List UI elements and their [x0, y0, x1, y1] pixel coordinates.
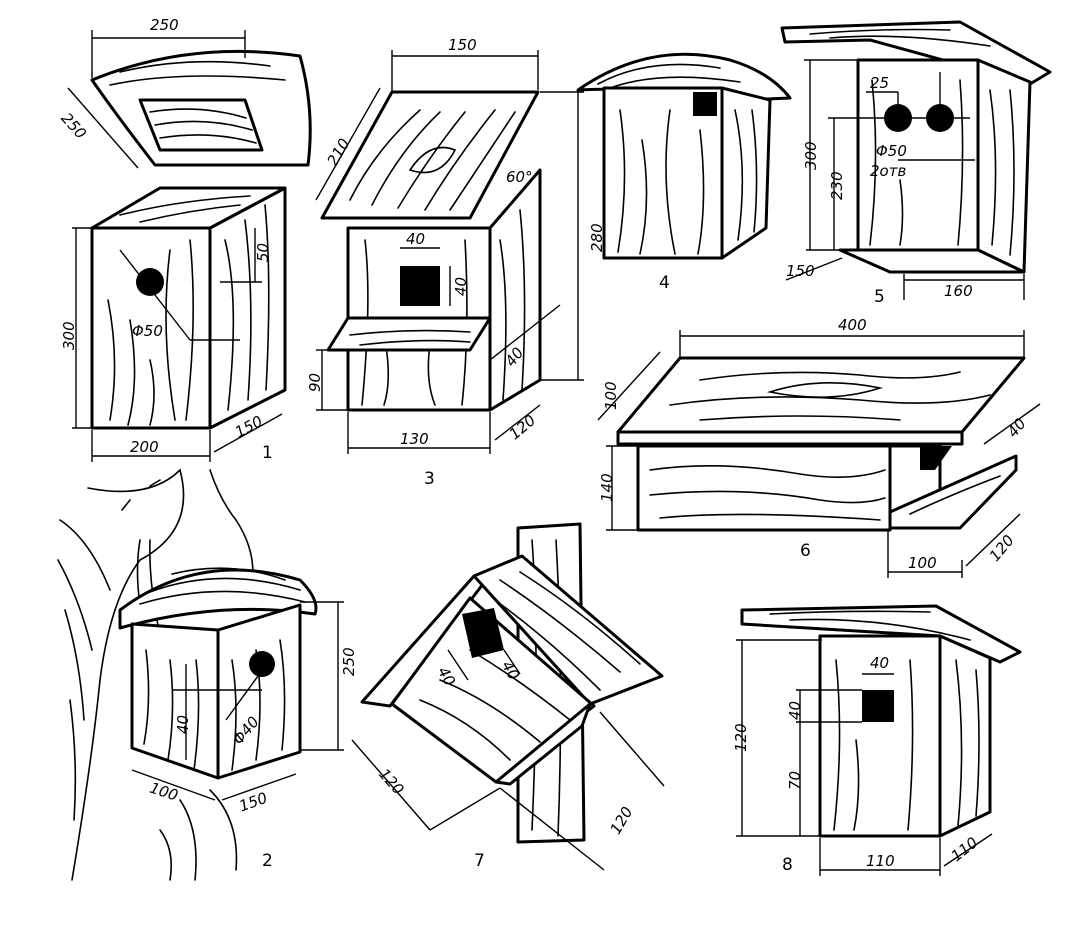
- figure-2-front: [130, 622, 220, 780]
- figure-6-dim-perch-depth: 120: [986, 531, 1018, 565]
- figure-3-dim-roof-width: 150: [448, 36, 477, 54]
- figure-8-dim-hole-height: 40: [786, 701, 804, 720]
- figure-8-dim-width: 110: [866, 852, 895, 870]
- figure-1-entrance-hole: [136, 268, 164, 296]
- figure-8-dim-hole-width: 40: [870, 654, 889, 672]
- figure-3-dim-base-height: 90: [306, 373, 324, 392]
- figure-3-dim-depth: 120: [506, 411, 540, 443]
- figure-6-roof: [616, 356, 1026, 434]
- figure-5-dim-hole-count: 2отв: [870, 162, 906, 180]
- figure-3-number: 3: [424, 469, 435, 489]
- figure-5-floor: [838, 248, 1026, 274]
- figure-5-dim-height: 300: [802, 141, 820, 170]
- figure-3-dim-total-height: 280: [588, 223, 606, 252]
- figure-1-dim-top-width: 250: [150, 16, 179, 34]
- figure-2-dim-height: 250: [340, 647, 358, 676]
- figure-2-entrance-hole: [249, 651, 275, 677]
- figure-3-dim-width: 130: [400, 430, 429, 448]
- figure-7: 40 40 120 120 7: [351, 522, 665, 871]
- figure-6-dim-roof-depth: 100: [602, 381, 620, 410]
- figure-5-dim-width: 160: [944, 282, 973, 300]
- figure-4: 4: [576, 52, 792, 293]
- figure-4-side: [720, 86, 772, 260]
- figure-5-number: 5: [874, 287, 885, 307]
- figure-1-dim-top-depth: 250: [57, 109, 90, 142]
- figure-2-dim-width: 100: [147, 779, 180, 805]
- figure-8-entrance-hole: [862, 690, 894, 722]
- figure-5-dim-hole-diameter: Φ50: [876, 142, 907, 160]
- figure-1-dim-width: 200: [130, 438, 159, 456]
- figure-2-number: 2: [262, 851, 273, 871]
- figure-1-lid: [90, 49, 312, 167]
- figure-3: 150 210 60° 280 40 40 40 90 130 120 3: [306, 36, 606, 489]
- figure-3-roof: [320, 90, 540, 220]
- figure-6-dim-length: 400: [838, 316, 867, 334]
- figure-1-dim-height: 300: [60, 321, 78, 350]
- figure-6-dim-perch-length: 100: [908, 554, 937, 572]
- figure-1: 250 250 300 50 Φ50 200 150 1: [57, 16, 312, 463]
- figure-7-dim-side-b: 120: [607, 804, 637, 838]
- figure-6: 400 100 140 40 100 120 6: [597, 316, 1041, 578]
- figure-5-dim-depth: 150: [786, 262, 815, 280]
- figure-2-roof: [118, 568, 318, 630]
- figure-6-body: [636, 444, 892, 532]
- figure-5-dimensions: 300 230 25 Φ50 2отв 150 160: [785, 59, 1025, 300]
- figure-1-dim-depth: 150: [232, 412, 266, 441]
- figure-6-dim-height: 140: [598, 473, 616, 502]
- figure-6-number: 6: [800, 541, 811, 561]
- figure-3-perch: [326, 316, 492, 352]
- figure-2: 250 Φ40 40 100 150 2: [57, 468, 358, 881]
- figure-2-side: [216, 603, 302, 780]
- figure-7-number: 7: [474, 851, 485, 871]
- figure-3-dim-hole-height: 40: [452, 277, 470, 296]
- figure-8: 120 40 70 40 110 110 8: [732, 604, 1022, 876]
- figure-7-body: [390, 596, 596, 784]
- figure-7-entrance-hole: [462, 608, 504, 658]
- figure-1-box: [90, 186, 287, 430]
- figure-4-number: 4: [659, 273, 670, 293]
- figure-5: 300 230 25 Φ50 2отв 150 160 5: [780, 20, 1052, 307]
- figure-8-dim-height: 120: [732, 723, 750, 752]
- figure-1-number: 1: [262, 443, 273, 463]
- figure-3-dim-hole-width: 40: [406, 230, 425, 248]
- figure-8-dim-hole-offset: 70: [786, 771, 804, 790]
- figure-8-number: 8: [782, 855, 793, 875]
- figure-1-dim-hole-diameter: Φ50: [132, 322, 163, 340]
- figure-3-dim-roof-depth: 210: [324, 135, 354, 169]
- figure-5-side: [976, 58, 1032, 274]
- figure-3-entrance-hole: [400, 266, 440, 306]
- figure-3-dim-angle: 60°: [506, 168, 533, 186]
- figure-7-dim-side-a: 120: [375, 765, 408, 798]
- figure-6-perch: [888, 454, 1018, 530]
- figure-8-side: [938, 634, 992, 838]
- figure-2-dim-hole-offset: 40: [174, 715, 192, 734]
- figure-1-dim-hole-offset: 50: [254, 243, 272, 262]
- figure-5-dim-hole-spacing: 25: [870, 74, 889, 92]
- figure-5-dim-hole-height: 230: [828, 171, 846, 200]
- figure-6-entrance-hole: [920, 446, 952, 470]
- figure-6-dim-perch-width: 40: [1004, 415, 1030, 441]
- figure-4-entrance-hole: [693, 92, 717, 116]
